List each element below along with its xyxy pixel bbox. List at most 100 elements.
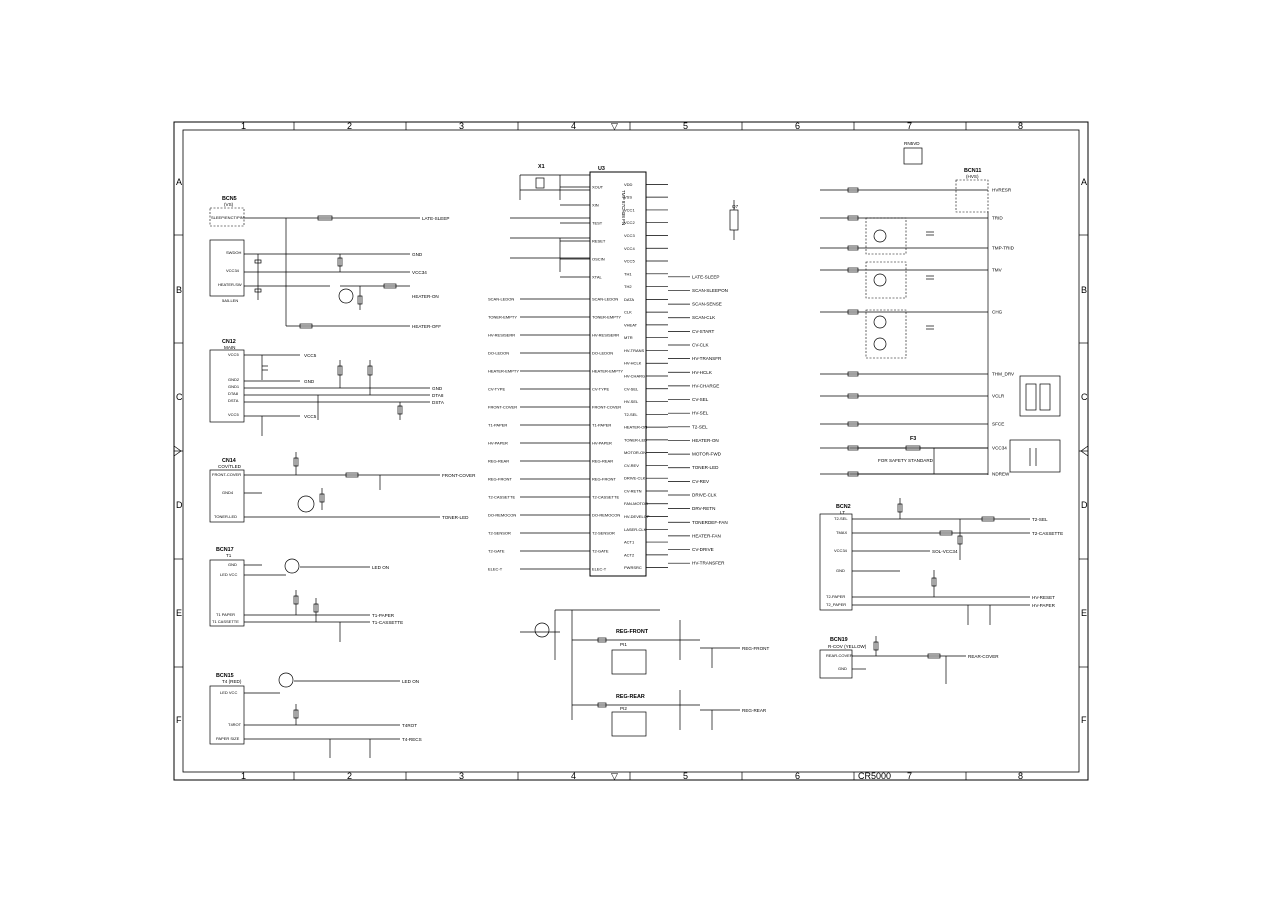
pin-label: VCC34 bbox=[226, 268, 240, 273]
ic-u3: U3 TMP 87CH38 FN bbox=[589, 166, 647, 577]
row-label: B bbox=[176, 285, 182, 295]
col-label: 6 bbox=[795, 771, 800, 781]
ic-pin-label: TONER-EMPTY bbox=[592, 315, 621, 320]
net-label: VCLR bbox=[992, 394, 1005, 399]
reset-ic-label: RN5VD bbox=[904, 141, 920, 146]
net-label: HV-TRANSFER bbox=[692, 561, 725, 566]
connector-name: T4 (RED) bbox=[222, 679, 242, 684]
connector-ref: BCN2 bbox=[836, 504, 851, 510]
hv-transistor-boxes: RN5VD bbox=[865, 141, 923, 359]
photo-interrupter-front bbox=[611, 649, 647, 675]
ic-pin-label: OSCIN bbox=[592, 257, 605, 262]
bcn15-wiring bbox=[244, 672, 400, 758]
pin-label: VCC34 bbox=[834, 548, 848, 553]
ic-net-label: REG-REAR bbox=[488, 459, 509, 464]
ic-pin-label: ACT1 bbox=[624, 540, 635, 545]
bcn15-net-labels: LED ON T4ROT T4-RECS bbox=[402, 679, 422, 742]
net-label: GND bbox=[412, 252, 423, 257]
net-label: VCC5 bbox=[304, 414, 317, 419]
net-label: T1-PAPER bbox=[372, 613, 395, 618]
ic-pin-label: VCC2 bbox=[624, 220, 635, 225]
ic-pin-label: VCC4 bbox=[624, 246, 635, 251]
net-label: CV-DRIVE bbox=[692, 547, 714, 552]
photo-interrupter-rear bbox=[611, 711, 647, 737]
ic-pin-label: TH1 bbox=[624, 271, 632, 276]
ic-pin-label: TONER-LED bbox=[624, 437, 647, 442]
net-label: CV-START bbox=[692, 329, 714, 334]
row-label: B bbox=[1081, 285, 1087, 295]
col-label: 8 bbox=[1018, 121, 1023, 131]
ic-pin-label: HV-HCLK bbox=[624, 361, 642, 366]
connector-bcn17: BCN17 T1 GND LED VCC T1 PAPER T1 CASSETT… bbox=[209, 547, 245, 627]
connector-ref: BCN5 bbox=[222, 196, 237, 202]
pin-label: GND1 bbox=[228, 384, 240, 389]
ic-pin-label: VDD bbox=[624, 182, 633, 187]
center-marker-top: ▽ bbox=[611, 121, 618, 131]
ic-pin-label: VSS bbox=[624, 195, 632, 200]
net-label: CV-CLK bbox=[692, 343, 710, 348]
ic-pin-label: HV-RESISERR bbox=[592, 333, 619, 338]
ic-pin-label: T2-SEL bbox=[624, 412, 638, 417]
connector-ref: CN12 bbox=[222, 339, 236, 345]
column-labels-top: 1 2 3 4 5 6 7 8 bbox=[241, 121, 1023, 131]
ic-pin-label: SCAN-LEDON bbox=[592, 297, 618, 302]
net-label: HV-TRANSFR bbox=[692, 356, 722, 361]
col-label: 3 bbox=[459, 771, 464, 781]
pin-label: GND4 bbox=[222, 490, 234, 495]
net-label: REAR-COVER bbox=[968, 654, 999, 659]
net-label: GND bbox=[304, 379, 315, 384]
connector-name: R-COV (YELLOW) bbox=[828, 644, 867, 649]
fuse-section: F3 FOR SAFETY STANDARD bbox=[850, 436, 988, 475]
ic-net-label: T1-PAPER bbox=[488, 423, 507, 428]
net-label: VCC34 bbox=[992, 446, 1007, 451]
net-label: TMP-TRID bbox=[992, 246, 1015, 251]
connector-name: (HVS) bbox=[966, 174, 979, 179]
col-label: 3 bbox=[459, 121, 464, 131]
bcn19-wiring: REAR-COVER bbox=[852, 636, 999, 684]
bcn11-wiring: HVRESRTRIDTMP-TRIDTMVCHGTHM_DRVVCLRSFCEV… bbox=[820, 188, 1015, 477]
net-label: CHG bbox=[992, 310, 1003, 315]
net-label: CV-REV bbox=[692, 479, 710, 484]
pin-label: GND bbox=[228, 562, 237, 567]
pin-label: T1 PAPER bbox=[216, 612, 235, 617]
pin-label: LED VCC bbox=[220, 690, 237, 695]
pin-label: PAPER SIZE bbox=[216, 736, 240, 741]
ic-pin-label: CV-TYPE bbox=[592, 387, 609, 392]
net-label: HEATER-ON bbox=[692, 438, 719, 443]
pin-label: VCC5 bbox=[228, 352, 239, 357]
ic-net-label: DO-LEDON bbox=[488, 351, 509, 356]
ic-net-label: HEATER-EMPTY bbox=[488, 369, 519, 374]
crystal-section: X1 bbox=[510, 164, 590, 272]
ic-pin-label: LASER-CLK bbox=[624, 527, 647, 532]
resistor bbox=[847, 267, 859, 273]
ic-pin-label: DRIVE-CLK bbox=[624, 476, 646, 481]
net-label: HV-SEL bbox=[692, 411, 709, 416]
net-label: LED ON bbox=[372, 565, 389, 570]
ic-pin-label: FRONT-COVER bbox=[592, 405, 621, 410]
col-label: 6 bbox=[795, 121, 800, 131]
net-label: T2-SEL bbox=[692, 424, 708, 429]
net-label: T4ROT bbox=[402, 723, 417, 728]
reg-rear-title: REG-REAR bbox=[616, 694, 645, 700]
ic-net-label: T2-CASSETTE bbox=[488, 495, 515, 500]
net-label: HV-HCLK bbox=[692, 370, 713, 375]
row-label: E bbox=[176, 608, 182, 618]
pin-label: HEATER-SW bbox=[218, 282, 242, 287]
net-label: THM_DRV bbox=[992, 372, 1015, 377]
ic-pin-label: HV-TRANS bbox=[624, 348, 645, 353]
connector-bcn2: BCN2 LT T2-SEL TMAX VCC34 GND T2-PAPER T… bbox=[819, 504, 853, 611]
reset-ic-body bbox=[903, 147, 923, 165]
connector-ref: BCN17 bbox=[216, 547, 234, 553]
col-label: 5 bbox=[683, 121, 688, 131]
ic-body bbox=[589, 171, 647, 577]
net-label: TMV bbox=[992, 268, 1003, 273]
ic-pin-label: XTAL bbox=[592, 275, 602, 280]
net-label: MOTOR-FWD bbox=[692, 452, 722, 457]
connector-name: MAIN bbox=[224, 345, 235, 350]
ic-left-pins: XOUTXINTESTRESETOSCINXTALSCAN-LEDONSCAN-… bbox=[488, 185, 623, 572]
resistor bbox=[847, 245, 859, 251]
pin-label: T4ROT bbox=[228, 722, 242, 727]
pin-label: FRONT-COVER bbox=[212, 472, 241, 477]
pin-label: GND bbox=[838, 666, 847, 671]
photo-ref: PI2 bbox=[620, 706, 627, 711]
